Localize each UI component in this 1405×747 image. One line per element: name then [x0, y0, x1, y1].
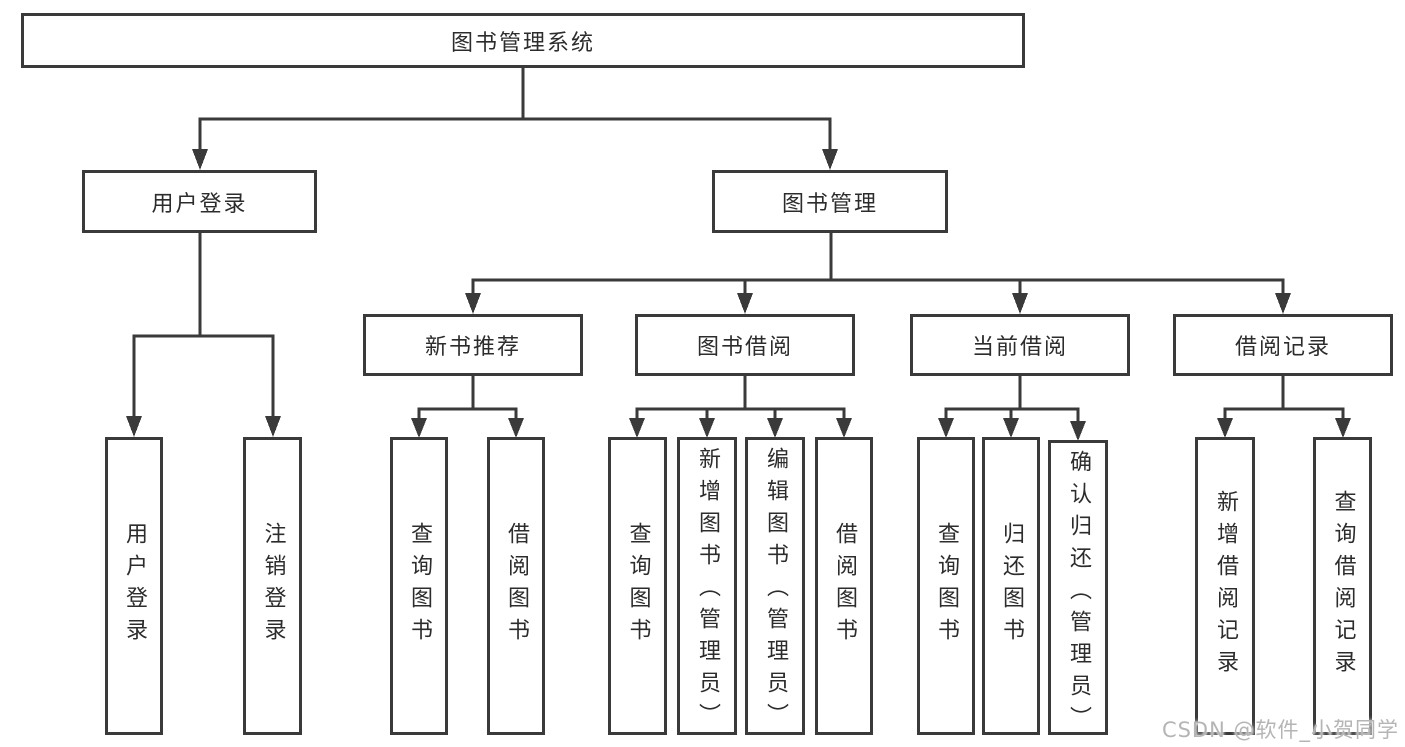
- connector-borrow-records-to-leaves: [1217, 376, 1351, 438]
- node-book-borrow: 图书借阅: [635, 314, 855, 376]
- node-label: 查询图书: [407, 522, 432, 650]
- leaf-query-books-current: 查询图书: [917, 437, 975, 735]
- node-book-management: 图书管理: [712, 170, 948, 233]
- leaf-logout: 注销登录: [243, 437, 302, 735]
- connector-book-borrow-to-leaves: [629, 376, 852, 438]
- leaf-query-borrow-record: 查询借阅记录: [1313, 437, 1372, 735]
- node-label: 注销登录: [260, 522, 286, 650]
- leaf-query-books-recommend: 查询图书: [390, 437, 448, 735]
- leaf-query-books-borrow: 查询图书: [608, 437, 667, 735]
- connector-user-login-to-leaves: [126, 233, 281, 437]
- node-root-library-system: 图书管理系统: [21, 13, 1025, 68]
- node-label: 用户登录: [122, 522, 147, 650]
- node-label: 用户登录: [151, 191, 248, 217]
- connector-new-book-recommend-to-leaves: [411, 376, 524, 438]
- node-label: 借阅图书: [832, 522, 857, 650]
- node-label: 新书推荐: [424, 335, 521, 360]
- leaf-borrow-books-recommend: 借阅图书: [487, 437, 545, 735]
- node-label: 查询借阅记录: [1330, 490, 1356, 682]
- node-label: 借阅记录: [1234, 335, 1331, 360]
- node-label: 确认归还（管理员）: [1066, 450, 1091, 738]
- node-label: 新增图书（管理员）: [695, 447, 720, 735]
- leaf-add-book-admin: 新增图书（管理员）: [677, 437, 737, 735]
- node-user-login: 用户登录: [82, 170, 317, 233]
- node-label: 借阅图书: [504, 522, 529, 650]
- node-label: 归还图书: [999, 522, 1024, 650]
- node-label: 图书借阅: [696, 335, 793, 360]
- leaf-return-books: 归还图书: [982, 437, 1040, 735]
- node-label: 编辑图书（管理员）: [763, 447, 788, 735]
- node-borrow-records: 借阅记录: [1173, 314, 1393, 376]
- node-label: 当前借阅: [971, 335, 1068, 360]
- leaf-user-login: 用户登录: [105, 437, 163, 735]
- node-current-borrow: 当前借阅: [910, 314, 1130, 376]
- leaf-add-borrow-record: 新增借阅记录: [1195, 437, 1255, 735]
- connector-root-to-level2: [192, 68, 838, 170]
- connector-book-management-to-level3: [465, 233, 1291, 314]
- watermark: CSDN @软件_小贺同学: [1161, 718, 1399, 742]
- connector-current-borrow-to-leaves: [938, 376, 1086, 441]
- leaf-borrow-books: 借阅图书: [815, 437, 873, 735]
- node-label: 新增借阅记录: [1213, 490, 1238, 682]
- node-label: 图书管理系统: [450, 30, 595, 56]
- node-label: 查询图书: [934, 522, 959, 650]
- leaf-edit-book-admin: 编辑图书（管理员）: [745, 437, 805, 735]
- node-label: 查询图书: [625, 522, 651, 650]
- node-label: 图书管理: [781, 191, 878, 217]
- leaf-confirm-return-admin: 确认归还（管理员）: [1048, 440, 1108, 738]
- node-new-book-recommend: 新书推荐: [363, 314, 583, 376]
